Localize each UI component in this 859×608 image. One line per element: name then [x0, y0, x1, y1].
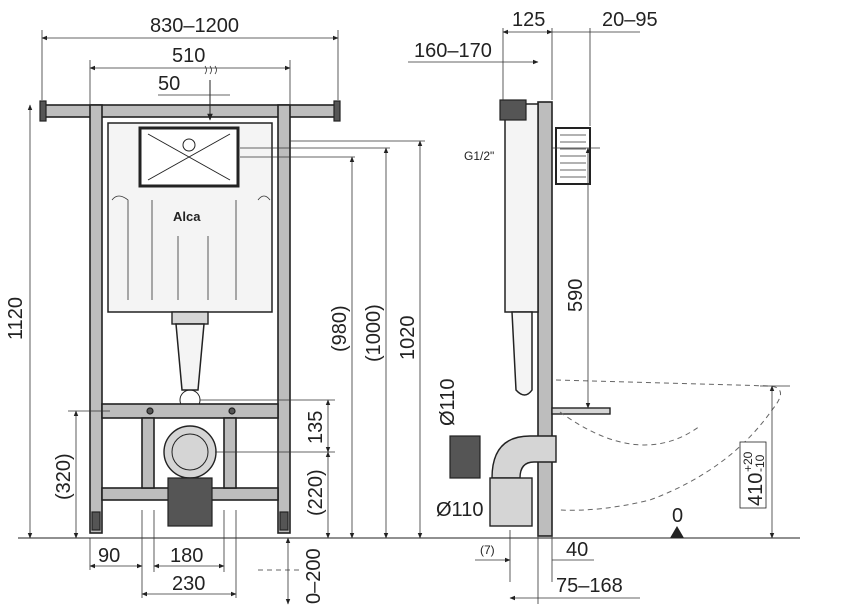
label-depth-20-95: 20–95 [602, 9, 658, 31]
label-width-range: 830–1200 [150, 15, 239, 37]
mounting-crossbar [101, 403, 279, 419]
label-height-980: (980) [329, 305, 351, 352]
label-height-1000: (1000) [363, 304, 385, 362]
front-view: Alca 830–1200 510 50 1 [5, 15, 440, 605]
label-offset-160-170: 160–170 [414, 40, 492, 62]
drain-pipe-upper [449, 435, 481, 479]
label-range-75-168: 75–168 [556, 575, 623, 597]
label-bottom-180: 180 [170, 545, 203, 567]
label-offset-40: 40 [566, 539, 588, 561]
label-offset-7: (7) [480, 543, 495, 557]
flush-valve [171, 311, 209, 325]
left-foot [91, 511, 101, 531]
label-inlet-offset: 50 [158, 73, 180, 95]
brand-logo: Alca [173, 209, 201, 224]
label-floor-zero: 0 [672, 505, 683, 527]
mounting-rod [551, 407, 611, 415]
label-pipe-110-lower: Ø110 [436, 499, 483, 521]
label-220: (220) [305, 469, 327, 516]
right-foot [279, 511, 289, 531]
label-thread: G1/2" [464, 149, 494, 163]
label-bottom-90: 90 [98, 545, 120, 567]
left-arm-end [39, 100, 47, 122]
label-590: 590 [565, 279, 587, 312]
label-depth-125: 125 [512, 9, 545, 31]
label-pipe-110-upper: Ø110 [437, 379, 459, 426]
floor-zero-marker [670, 526, 684, 538]
drain-pipe-lower [489, 477, 533, 527]
label-bowl-tol-minus: -10 [753, 454, 767, 472]
label-foot-adjust: 0–200 [303, 548, 325, 604]
left-upright [89, 104, 103, 534]
label-total-height: 1120 [5, 297, 27, 340]
right-upright [277, 104, 291, 534]
right-arm-end [333, 100, 341, 122]
side-flush-pipe [511, 311, 533, 396]
label-320: (320) [53, 453, 75, 500]
drain-pipe [167, 477, 213, 527]
label-height-1020: 1020 [397, 316, 419, 361]
side-view: 0 125 20–95 160–170 G1/2" 590 Ø110 Ø110 … [408, 9, 800, 604]
label-frame-width: 510 [172, 45, 205, 67]
label-bowl-height: 410 [745, 473, 767, 506]
side-cistern [504, 103, 539, 313]
top-crossbar [41, 104, 339, 118]
flush-pipe [175, 323, 205, 391]
label-bowl-tol-plus: +20 [741, 451, 755, 472]
side-frame [537, 101, 553, 537]
drain-elbow-side [491, 435, 557, 479]
label-135: 135 [305, 411, 327, 444]
label-bottom-230: 230 [172, 573, 205, 595]
toilet-bowl-outline [555, 379, 781, 511]
